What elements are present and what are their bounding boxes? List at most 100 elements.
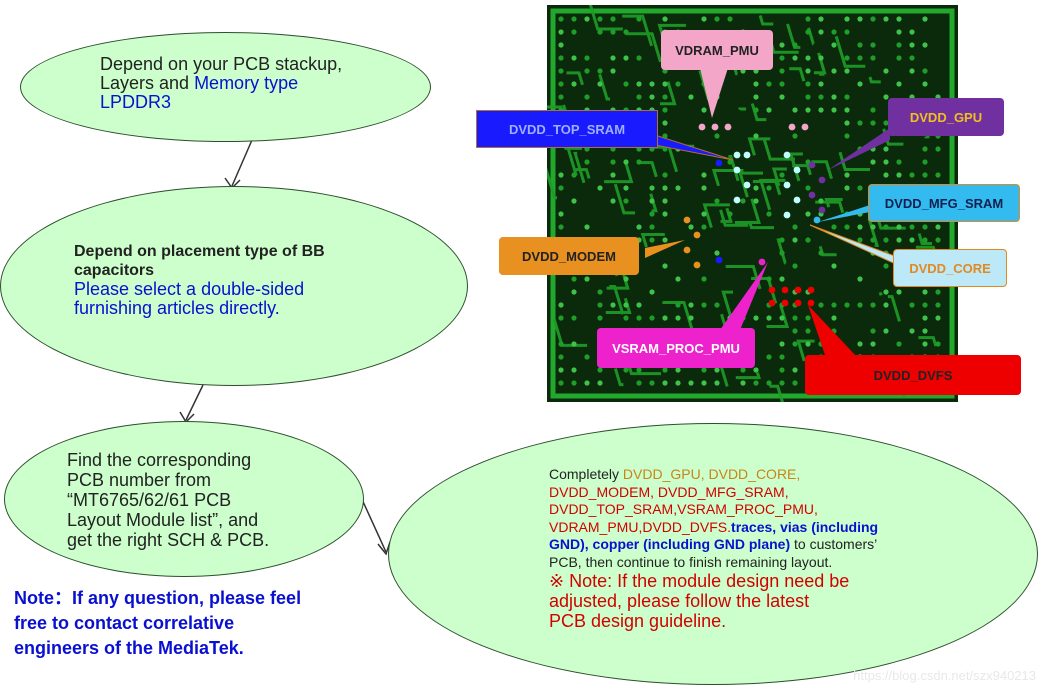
pcb-via <box>883 68 889 74</box>
pcb-via <box>636 16 642 22</box>
step4-line3: DVDD_TOP_SRAM,VSRAM_PROC_PMU, <box>549 501 818 517</box>
pcb-via <box>623 29 629 35</box>
pcb-via <box>714 380 720 386</box>
pcb-highlight-via <box>794 286 802 294</box>
pcb-via <box>571 276 577 282</box>
pcb-via <box>740 198 746 204</box>
step4-line5b: to customers’ <box>790 536 878 552</box>
pcb-highlight-via <box>808 161 816 169</box>
pcb-highlight-via <box>683 216 691 224</box>
pcb-trace <box>738 107 747 111</box>
label-dvdd-modem: DVDD_MODEM <box>499 237 639 275</box>
pcb-trace <box>748 220 775 230</box>
pcb-via <box>857 81 863 87</box>
pcb-via <box>870 302 876 308</box>
pcb-via <box>571 55 577 61</box>
pcb-via <box>922 224 928 230</box>
pcb-via <box>558 16 564 22</box>
pcb-via <box>701 16 707 22</box>
pcb-via <box>792 328 798 334</box>
pcb-via <box>896 159 902 165</box>
pcb-highlight-via <box>793 196 801 204</box>
pcb-via <box>909 42 915 48</box>
pcb-via <box>571 198 577 204</box>
pcb-highlight-via <box>693 231 701 239</box>
pcb-trace <box>640 233 665 248</box>
pcb-via <box>571 16 577 22</box>
pcb-via <box>896 16 902 22</box>
step2-line3: Please select a double-sided <box>74 279 305 299</box>
pcb-highlight-via <box>758 258 766 266</box>
pcb-via <box>909 328 915 334</box>
pcb-via <box>649 211 655 217</box>
step1-text: Depend on your PCB stackup, Layers and M… <box>100 55 342 112</box>
pcb-via <box>649 198 655 204</box>
pcb-via <box>558 302 564 308</box>
pcb-via <box>909 237 915 243</box>
pcb-via <box>662 81 668 87</box>
pcb-via <box>844 133 850 139</box>
pointer-top-sram <box>654 134 734 161</box>
pcb-via <box>844 107 850 113</box>
pcb-via <box>558 315 564 321</box>
label-dvdd-mfg-sram: DVDD_MFG_SRAM <box>868 184 1020 222</box>
pcb-via <box>662 16 668 22</box>
pcb-trace <box>738 171 763 198</box>
pcb-via <box>610 159 616 165</box>
pcb-via <box>896 341 902 347</box>
pcb-via <box>844 224 850 230</box>
pcb-via <box>779 276 785 282</box>
pcb-via <box>818 250 824 256</box>
pcb-via <box>818 198 824 204</box>
pcb-via <box>662 120 668 126</box>
pcb-via <box>753 185 759 191</box>
pcb-via <box>883 328 889 334</box>
pcb-via <box>883 16 889 22</box>
pcb-via <box>883 120 889 126</box>
pcb-via <box>818 107 824 113</box>
pcb-via <box>649 380 655 386</box>
pcb-via <box>792 55 798 61</box>
pcb-via <box>571 289 577 295</box>
pcb-trace <box>659 81 677 106</box>
pcb-via <box>623 367 629 373</box>
pcb-highlight-via <box>733 151 741 159</box>
pcb-via <box>805 16 811 22</box>
pcb-via <box>636 94 642 100</box>
pcb-via <box>831 29 837 35</box>
pcb-via <box>779 237 785 243</box>
pcb-via <box>896 81 902 87</box>
pcb-via <box>688 224 694 230</box>
pcb-via <box>688 94 694 100</box>
pcb-via <box>844 68 850 74</box>
pcb-via <box>584 276 590 282</box>
pcb-via <box>675 81 681 87</box>
step1-line2a: Layers and <box>100 73 195 93</box>
pcb-via <box>870 224 876 230</box>
pcb-via <box>766 211 772 217</box>
pcb-via <box>792 341 798 347</box>
pcb-via <box>909 172 915 178</box>
pcb-trace <box>662 300 694 332</box>
pcb-via <box>610 55 616 61</box>
pointer-mfg <box>818 205 870 222</box>
pcb-via <box>792 237 798 243</box>
pcb-via <box>844 185 850 191</box>
pcb-via <box>818 16 824 22</box>
contact-note: Note：If any question, please feel free t… <box>14 586 301 661</box>
pcb-via <box>688 315 694 321</box>
pcb-via <box>662 198 668 204</box>
pcb-via <box>870 328 876 334</box>
pcb-via <box>636 159 642 165</box>
step1-bubble <box>20 32 431 142</box>
pcb-via <box>597 315 603 321</box>
pcb-trace <box>566 71 584 86</box>
pcb-via <box>857 302 863 308</box>
pcb-via <box>922 341 928 347</box>
pcb-via <box>766 380 772 386</box>
pcb-via <box>779 94 785 100</box>
pcb-via <box>740 380 746 386</box>
pcb-via <box>805 107 811 113</box>
pcb-highlight-via <box>715 159 723 167</box>
pcb-via <box>792 315 798 321</box>
